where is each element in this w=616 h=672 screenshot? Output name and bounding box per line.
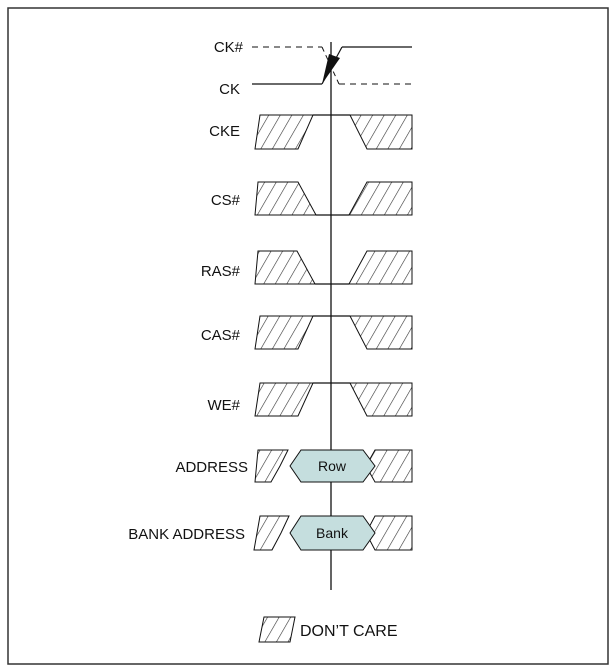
ras-n-waveform xyxy=(254,250,413,285)
bank-address-bank-value-label: Bank xyxy=(316,525,349,541)
signal-label-cs-n: CS# xyxy=(211,192,241,209)
address-waveform xyxy=(254,449,413,483)
bank-address-waveform xyxy=(253,515,413,551)
we-n-waveform xyxy=(254,382,413,417)
dont-care-hatch-swatch xyxy=(258,616,296,643)
bank-address-bank-value-box xyxy=(289,515,376,551)
legend: DON’T CARE xyxy=(258,616,398,643)
address-row-value-label: Row xyxy=(318,458,347,474)
signal-label-cke: CKE xyxy=(209,123,240,140)
cke-waveform xyxy=(254,114,413,150)
clock-edge-arrow-icon xyxy=(322,54,340,84)
signal-label-address: ADDRESS xyxy=(175,459,248,476)
signal-label-bank-address: BANK ADDRESS xyxy=(128,526,245,543)
cas-n-waveform xyxy=(254,315,413,350)
signal-label-we-n: WE# xyxy=(207,397,240,414)
diagram-frame xyxy=(7,7,609,665)
cs-n-waveform xyxy=(254,181,413,216)
signal-label-ck: CK xyxy=(219,81,240,98)
address-row-value-box xyxy=(289,449,376,483)
legend-dont-care-label: DON’T CARE xyxy=(300,623,398,640)
signal-label-ck-n: CK# xyxy=(214,39,244,56)
signal-label-cas-n: CAS# xyxy=(201,327,241,344)
signal-label-ras-n: RAS# xyxy=(201,263,241,280)
